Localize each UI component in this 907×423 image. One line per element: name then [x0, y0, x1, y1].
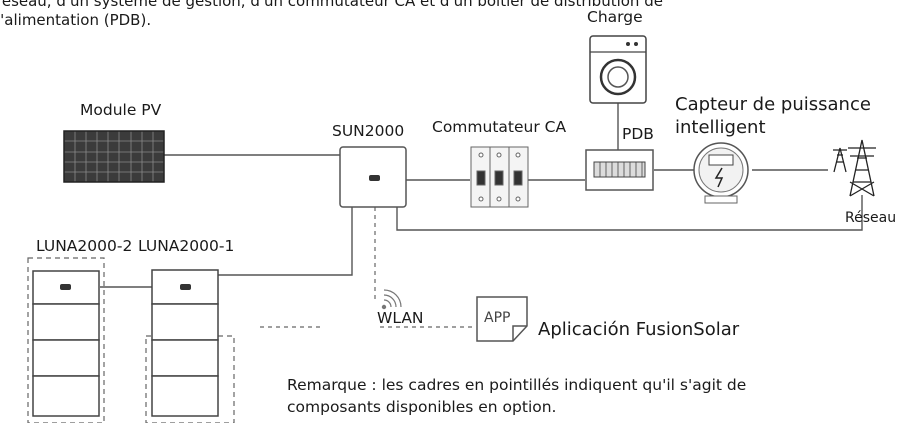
- note-line-2: composants disponibles en option.: [287, 398, 557, 416]
- app-icon: [476, 296, 528, 342]
- app-name-label[interactable]: Aplicación FusionSolar: [538, 319, 740, 340]
- dashed-comm-lines: [260, 207, 475, 328]
- pv-module-icon: [63, 130, 165, 183]
- luna2000-2-battery-icon: [27, 257, 105, 423]
- commutateur-ca-label: Commutateur CA: [432, 118, 567, 136]
- sun2000-inverter-icon: [339, 146, 407, 208]
- sun2000-label: SUN2000: [332, 122, 405, 140]
- wlan-signal-icon: [381, 289, 402, 310]
- smart-meter-icon: [693, 142, 749, 204]
- charge-label: Charge: [587, 8, 643, 26]
- line-sun2000-to-grid-bottom: [396, 195, 863, 231]
- ac-switch-icon: [470, 146, 529, 208]
- module-pv-label: Module PV: [80, 101, 162, 119]
- luna2000-1-label: LUNA2000-1: [138, 237, 235, 255]
- app-icon-text: APP: [484, 310, 511, 326]
- luna2000-2-label: LUNA2000-2: [36, 237, 133, 255]
- grid-tower-icon: [833, 139, 876, 197]
- luna2000-1-battery-icon: [145, 269, 235, 423]
- pdb-label: PDB: [622, 125, 654, 143]
- reseau-label: Réseau: [845, 210, 897, 226]
- wlan-label: WLAN: [377, 309, 424, 327]
- washing-machine-icon: [589, 35, 647, 104]
- intro-line-1: réseau, d'un système de gestion, d'un co…: [0, 0, 663, 10]
- pdb-icon: [585, 149, 654, 191]
- capteur-label-line2: intelligent: [675, 117, 766, 138]
- note-line-1: Remarque : les cadres en pointillés indi…: [287, 376, 747, 394]
- intro-line-2: l'alimentation (PDB).: [0, 11, 152, 29]
- capteur-label-line1: Capteur de puissance: [675, 94, 871, 115]
